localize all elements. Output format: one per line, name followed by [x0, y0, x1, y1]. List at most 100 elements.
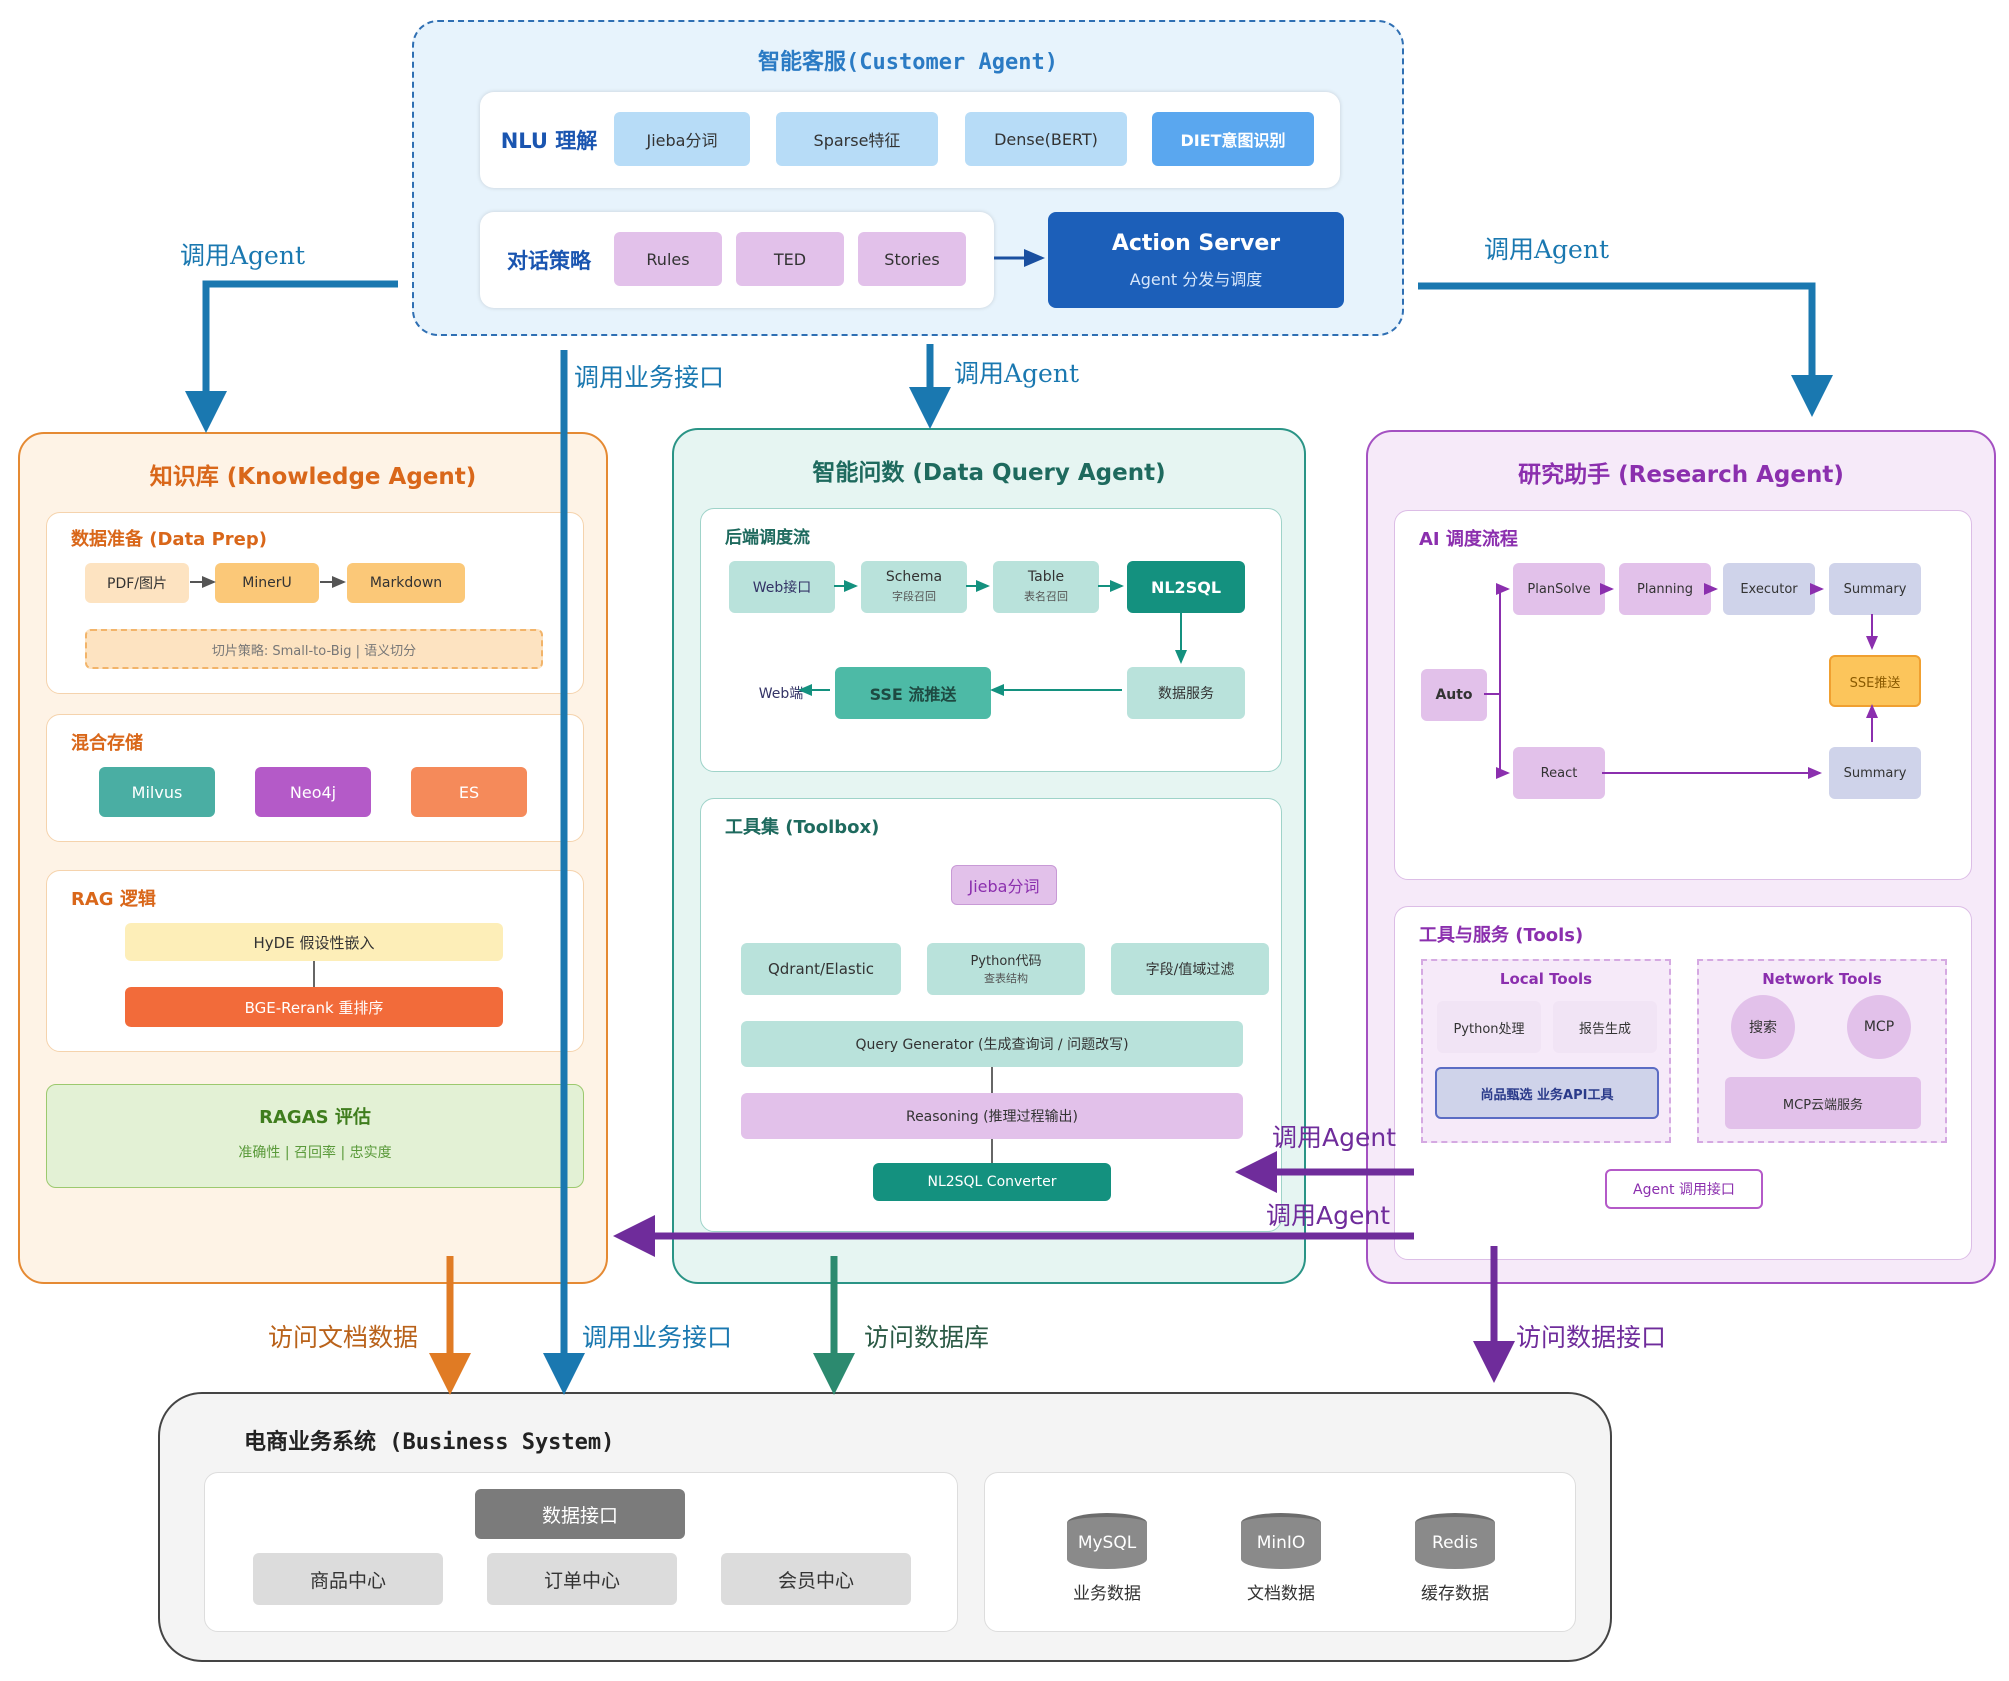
toolbox-box: 工具集 (Toolbox) Jieba分词 Qdrant/Elastic Pyt… — [700, 798, 1282, 1232]
store-mysql: MySQL — [1067, 1513, 1147, 1569]
center-orders: 订单中心 — [487, 1553, 677, 1605]
label-call-agent-mid: 调用Agent — [954, 359, 1080, 388]
prep-item-mineru: MinerU — [215, 563, 319, 603]
ragas-box: RAGAS 评估 准确性 | 召回率 | 忠实度 — [46, 1084, 584, 1188]
action-server-title: Action Server — [1111, 230, 1281, 256]
research-agent-panel: 研究助手 (Research Agent) AI 调度流程 Auto PlanS… — [1366, 430, 1996, 1284]
data-api: 数据接口 — [475, 1489, 685, 1539]
action-server-sub: Agent 分发与调度 — [1129, 270, 1263, 289]
rag-logic-title: RAG 逻辑 — [71, 889, 156, 910]
store-mysql-caption: 业务数据 — [1073, 1583, 1141, 1604]
backend-flow-box: 后端调度流 Web接口 Schema 字段召回 Table 表名召回 NL2SQ… — [700, 508, 1282, 772]
rag-arrow — [313, 961, 315, 987]
hybrid-storage-title: 混合存储 — [71, 733, 143, 754]
local-tools-title: Local Tools — [1499, 970, 1593, 988]
label-call-agent-r2k: 调用Agent — [1266, 1201, 1390, 1230]
label-call-agent-left: 调用Agent — [180, 241, 306, 270]
data-query-agent-title: 智能问数 (Data Query Agent) — [812, 460, 1166, 486]
db-cylinder-icon: Redis — [1415, 1513, 1495, 1569]
label-access-docs: 访问文档数据 — [268, 1323, 419, 1352]
toolbox-python-label: Python代码 — [970, 953, 1042, 969]
flow-summary-top: Summary — [1829, 563, 1921, 615]
local-python: Python处理 — [1437, 1001, 1541, 1053]
policy-item-rules: Rules — [614, 232, 722, 286]
store-minio-caption: 文档数据 — [1247, 1583, 1315, 1604]
nlu-item-diet: DIET意图识别 — [1152, 112, 1314, 166]
business-system-panel: 电商业务系统 (Business System) 数据接口 商品中心 订单中心 … — [158, 1392, 1612, 1662]
rag-logic-box: RAG 逻辑 HyDE 假设性嵌入 BGE-Rerank 重排序 — [46, 870, 584, 1052]
toolbox-title: 工具集 (Toolbox) — [725, 817, 880, 838]
toolbox-query-generator: Query Generator (生成查询词 / 问题改写) — [741, 1021, 1243, 1067]
action-server: Action Server Agent 分发与调度 — [1048, 212, 1344, 308]
toolbox-field-filter: 字段/值域过滤 — [1111, 943, 1269, 995]
network-mcp-cloud: MCP云端服务 — [1725, 1077, 1921, 1129]
nlu-item-jieba: Jieba分词 — [614, 112, 750, 166]
nlu-label: NLU 理解 — [500, 129, 598, 153]
policy-box: 对话策略 Rules TED Stories — [480, 212, 994, 308]
label-call-agent-right: 调用Agent — [1484, 235, 1610, 264]
label-call-business-top: 调用业务接口 — [574, 363, 725, 392]
store-redis: Redis — [1415, 1513, 1495, 1569]
flow-schema: Schema 字段召回 — [861, 561, 967, 613]
policy-item-ted: TED — [736, 232, 844, 286]
storage-es: ES — [411, 767, 527, 817]
toolbox-python: Python代码 查表结构 — [927, 943, 1085, 995]
hybrid-storage-box: 混合存储 Milvus Neo4j ES — [46, 714, 584, 842]
label-access-data-api: 访问数据接口 — [1516, 1323, 1667, 1352]
flow-react: React — [1513, 747, 1605, 799]
agent-call-api: Agent 调用接口 — [1605, 1169, 1763, 1209]
flow-table-label: Table — [1027, 569, 1065, 585]
prep-item-markdown: Markdown — [347, 563, 465, 603]
db-cylinder-icon: MySQL — [1067, 1513, 1147, 1569]
center-members: 会员中心 — [721, 1553, 911, 1605]
customer-agent-title: 智能客服(Customer Agent) — [758, 50, 1058, 75]
ra-flow-branch-2 — [1496, 694, 1510, 779]
research-agent-title: 研究助手 (Research Agent) — [1518, 462, 1844, 488]
network-tools-box: Network Tools 搜索 MCP MCP云端服务 — [1697, 959, 1947, 1143]
local-tools-box: Local Tools Python处理 报告生成 尚品甄选 业务API工具 — [1421, 959, 1671, 1143]
toolbox-arrow-1 — [991, 1067, 993, 1093]
knowledge-agent-panel: 知识库 (Knowledge Agent) 数据准备 (Data Prep) P… — [18, 432, 608, 1284]
ai-flow-title: AI 调度流程 — [1419, 529, 1518, 550]
data-prep-box: 数据准备 (Data Prep) PDF/图片 MinerU Markdown … — [46, 512, 584, 694]
toolbox-python-sub: 查表结构 — [984, 972, 1028, 985]
storage-neo4j: Neo4j — [255, 767, 371, 817]
prep-item-pdf: PDF/图片 — [85, 563, 189, 603]
db-cylinder-icon: MinIO — [1241, 1513, 1321, 1569]
storage-box: MySQL 业务数据 MinIO 文档数据 Redis 缓存数据 — [984, 1472, 1576, 1632]
rag-hyde: HyDE 假设性嵌入 — [125, 923, 503, 961]
label-call-agent-r2d: 调用Agent — [1272, 1123, 1396, 1152]
rag-bge-rerank: BGE-Rerank 重排序 — [125, 987, 503, 1027]
data-query-agent-panel: 智能问数 (Data Query Agent) 后端调度流 Web接口 Sche… — [672, 428, 1306, 1284]
ragas-title: RAGAS 评估 — [259, 1107, 371, 1128]
policy-item-stories: Stories — [858, 232, 966, 286]
flow-web-api: Web接口 — [729, 561, 835, 613]
ra-flow-branch — [1484, 583, 1510, 695]
flow-nl2sql: NL2SQL — [1127, 561, 1245, 613]
network-mcp: MCP — [1847, 995, 1911, 1059]
local-business-api: 尚品甄选 业务API工具 — [1435, 1067, 1659, 1119]
backend-flow-title: 后端调度流 — [725, 528, 810, 548]
flow-executor: Executor — [1723, 563, 1815, 615]
store-redis-caption: 缓存数据 — [1421, 1583, 1489, 1604]
data-prep-title: 数据准备 (Data Prep) — [71, 529, 267, 550]
flow-sse-push: SSE推送 — [1829, 655, 1921, 707]
policy-label: 对话策略 — [507, 249, 591, 273]
tools-box: 工具与服务 (Tools) Local Tools Python处理 报告生成 … — [1394, 906, 1972, 1260]
center-goods: 商品中心 — [253, 1553, 443, 1605]
flow-plan-solve: PlanSolve — [1513, 563, 1605, 615]
flow-data-service: 数据服务 — [1127, 667, 1245, 719]
flow-planning: Planning — [1619, 563, 1711, 615]
toolbox-nl2sql-converter: NL2SQL Converter — [873, 1163, 1111, 1201]
tools-title: 工具与服务 (Tools) — [1419, 925, 1584, 946]
store-minio: MinIO — [1241, 1513, 1321, 1569]
nlu-item-dense: Dense(BERT) — [965, 112, 1127, 166]
label-call-business-bottom: 调用业务接口 — [582, 1323, 733, 1352]
storage-milvus: Milvus — [99, 767, 215, 817]
toolbox-arrow-2 — [991, 1139, 993, 1163]
flow-summary-bottom: Summary — [1829, 747, 1921, 799]
nlu-box: NLU 理解 Jieba分词 Sparse特征 Dense(BERT) DIET… — [480, 92, 1340, 188]
flow-table: Table 表名召回 — [993, 561, 1099, 613]
prep-note: 切片策略: Small-to-Big | 语义切分 — [85, 629, 543, 669]
toolbox-jieba: Jieba分词 — [951, 865, 1057, 905]
